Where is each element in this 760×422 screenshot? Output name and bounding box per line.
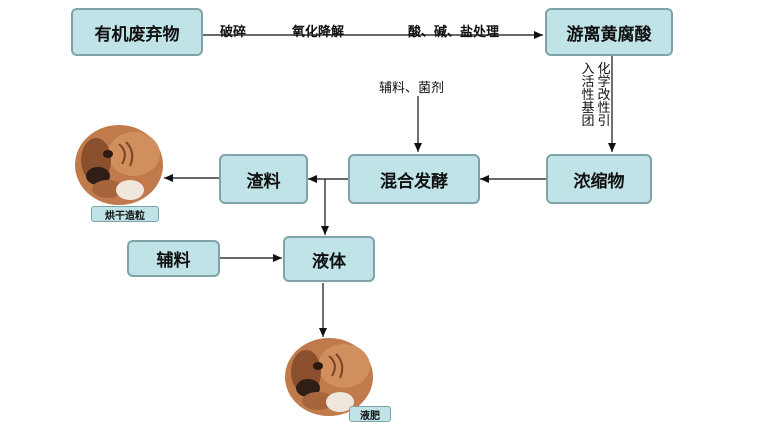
label-acid-base-salt: 酸、碱、盐处理 [408,25,500,40]
dog-image [75,125,163,205]
node-mixed-fermentation: 混合发酵 [348,154,480,204]
node-liquid: 液体 [283,236,375,282]
label-chem-modify-col1: 化学改性引 [597,62,611,129]
dog-image [285,338,373,416]
label-crush: 破碎 [220,25,247,40]
output-liquid-fertilizer: 液肥 [349,406,391,422]
node-organic-waste: 有机废弃物 [71,8,203,56]
node-fulvic-acid: 游离黄腐酸 [545,8,673,56]
label-aux-bacteria: 辅料、菌剂 [379,81,445,96]
node-auxiliary: 辅料 [127,240,220,277]
label-chem-modify-col2: 入活性基团 [581,62,595,129]
node-residue: 渣料 [219,154,308,204]
label-oxidative-degradation: 氧化降解 [292,25,345,40]
output-granulate: 烘干造粒 [91,206,159,222]
node-concentrate: 浓缩物 [546,154,652,204]
